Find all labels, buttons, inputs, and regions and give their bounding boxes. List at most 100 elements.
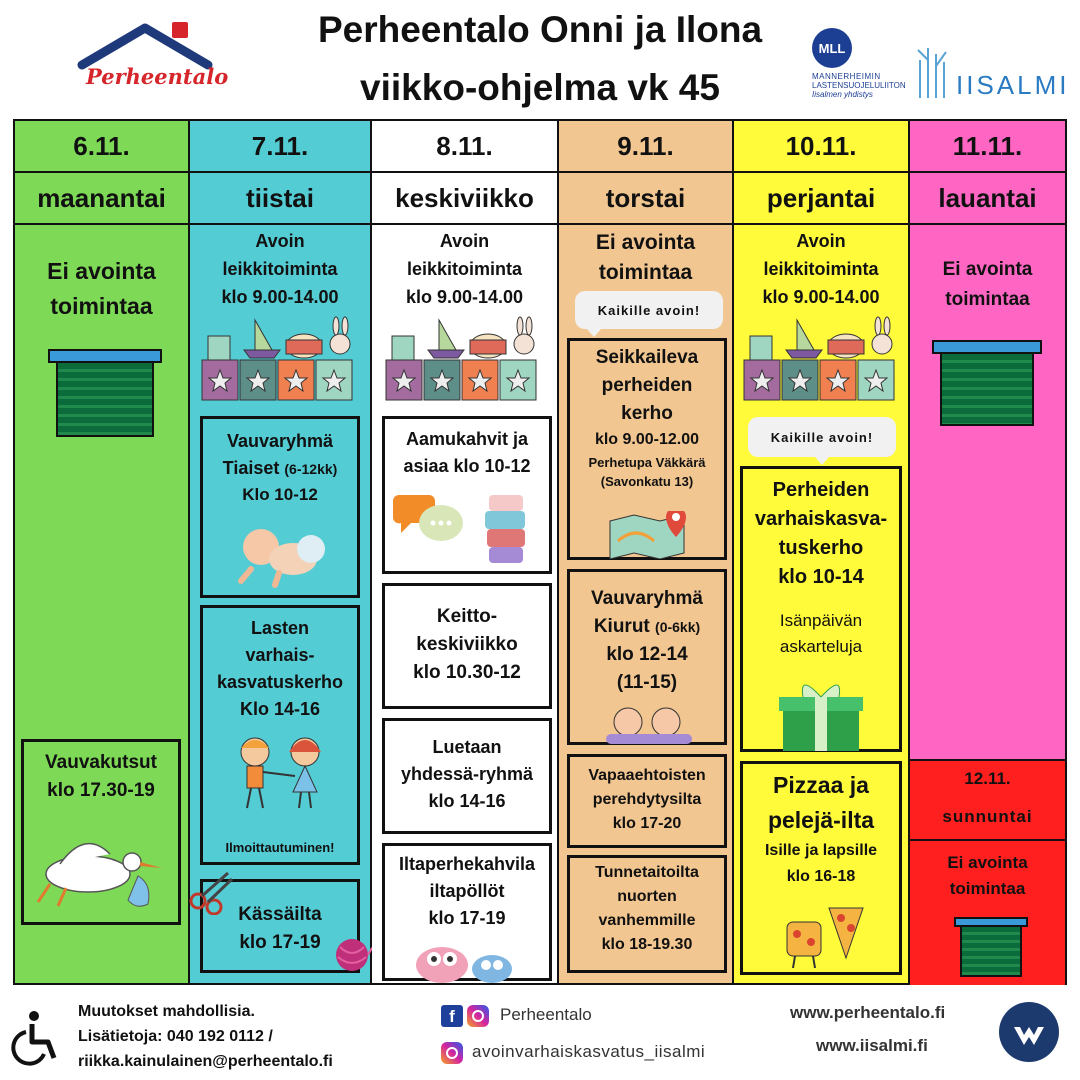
mll-sub3: Iisalmen yhdistys (812, 90, 873, 99)
closed-garage-icon (954, 917, 1028, 977)
event-box-pizzaa-ja-peleja: Pizzaa ja pelejä-ilta Isille ja lapsille… (740, 761, 902, 975)
event-box-vauvaryhma-kiurut: Vauvaryhmä Kiurut (0-6kk) klo 12-14 (11-… (567, 569, 727, 745)
event-line2: perheiden (601, 375, 693, 396)
owls-icon (416, 947, 512, 983)
event-place: Perhetupa Väkkärä (588, 455, 706, 470)
friday-open-line1: Avoin (796, 231, 846, 251)
event-title: Vauvakutsut (45, 752, 157, 773)
event-note2: askarteluja (779, 637, 863, 656)
column-friday: 10.11. perjantai Avoin leikkitoiminta kl… (734, 121, 910, 983)
tuesday-open-line1: Avoin (255, 231, 305, 251)
event-address: (Savonkatu 13) (600, 474, 694, 489)
event-box-varhaiskasvatuskerho: Perheiden varhaiskasva- tuskerho klo 10-… (740, 466, 902, 752)
perheentalo-logo-text: Perheentalo (86, 64, 229, 89)
page-title-line1: Perheentalo Onni ja Ilona (317, 9, 763, 50)
toy-blocks-icon (743, 316, 895, 401)
sunday-closed-line2: toimintaa (949, 879, 1026, 898)
instagram-icon[interactable] (441, 1042, 463, 1064)
event-time: klo 17-19 (239, 932, 321, 953)
sunday-closed-line1: Ei avointa (947, 853, 1028, 872)
open-to-all-bubble: Kaikille avoin! (575, 291, 723, 337)
date-sunday: 12.11. (964, 769, 1011, 788)
event-box-iltaperhekahvila: Iltaperhekahvila iltapöllöt klo 17-19 (382, 843, 552, 981)
event-line1: Aamukahvit ja (405, 429, 529, 449)
event-time: klo 16-18 (786, 868, 856, 885)
pizza-characters-icon (786, 907, 864, 969)
event-box-vauvaryhma-tiaiset: Vauvaryhmä Tiaiset (6-12kk) Klo 10-12 (200, 416, 360, 598)
event-line1: Tunnetaitoilta (595, 864, 699, 881)
open-to-all-bubble: Kaikille avoin! (748, 417, 896, 465)
event-line3: vanhemmille (598, 912, 696, 929)
event-time: klo 10.30-12 (413, 662, 521, 683)
gift-box-icon (779, 684, 863, 751)
event-line1: Seikkaileva (595, 347, 699, 368)
event-line1: Luetaan (432, 737, 502, 757)
thursday-closed-line2: toimintaa (598, 261, 693, 284)
house-roof-icon (77, 22, 213, 70)
event-subtitle: Tiaiset (222, 458, 280, 478)
event-line2: nuorten (617, 888, 677, 905)
event-audience: Isille ja lapsille (764, 842, 878, 859)
event-line3: kerho (621, 403, 673, 424)
footer-social-perheentalo[interactable]: Perheentalo (500, 1005, 592, 1024)
event-line2: asiaa klo 10-12 (403, 456, 531, 476)
date-friday: 10.11. (734, 121, 908, 173)
wednesday-open-line3: klo 9.00-14.00 (405, 287, 524, 307)
event-box-luetaan-yhdessa: Luetaan yhdessä-ryhmä klo 14-16 (382, 718, 552, 834)
chat-and-cups-icon (393, 495, 525, 563)
event-title: Vauvaryhmä (226, 431, 334, 451)
event-age: (6-12kk) (284, 461, 338, 477)
event-box-vauvakutsut: Vauvakutsut klo 17.30-19 (21, 739, 181, 925)
children-holding-hands-icon (240, 737, 321, 809)
event-box-lasten-varhaiskasvatuskerho: Lasten varhais- kasvatuskerho Klo 14-16 … (200, 605, 360, 865)
event-line2: iltapöllöt (429, 881, 505, 901)
footer-changes: Muutokset mahdollisia. (78, 1003, 255, 1020)
wednesday-open-line2: leikkitoiminta (406, 259, 523, 279)
mll-logo-circle: MLL (812, 28, 852, 68)
map-pin-icon (609, 511, 686, 559)
event-line3: tuskerho (778, 537, 864, 559)
event-line2: varhais- (245, 645, 315, 665)
column-monday: 6.11. maanantai Ei avointa toimintaa Vau… (15, 121, 190, 983)
event-time: klo 9.00-12.00 (594, 431, 700, 448)
wednesday-open-line1: Avoin (439, 231, 490, 251)
instagram-icon[interactable] (467, 1005, 489, 1027)
event-time: Klo 10-12 (242, 485, 318, 504)
footer-info-phone: Lisätietoja: 040 192 0112 / (78, 1028, 273, 1045)
tuesday-open-line3: klo 9.00-14.00 (221, 287, 339, 307)
scissors-icon (189, 871, 234, 915)
saturday-closed-line1: Ei avointa (942, 259, 1033, 280)
week-schedule-grid: 6.11. maanantai Ei avointa toimintaa Vau… (13, 119, 1067, 985)
event-line1: Pizzaa ja (773, 772, 869, 798)
event-box-seikkaileva-kerho: Seikkaileva perheiden kerho klo 9.00-12.… (567, 338, 727, 560)
event-time: Klo 14-16 (239, 699, 321, 719)
event-time: klo 17.30-19 (47, 780, 155, 801)
column-tuesday: 7.11. tiistai Avoin leikkitoiminta klo 9… (189, 121, 387, 983)
monday-closed-line1: Ei avointa (47, 258, 156, 284)
day-name-monday: maanantai (15, 173, 188, 225)
date-thursday: 9.11. (559, 121, 732, 173)
event-line1: Keitto- (436, 606, 498, 627)
closed-garage-icon (48, 349, 162, 437)
footer-web-perheentalo[interactable]: www.perheentalo.fi (790, 1003, 946, 1022)
column-saturday: 11.11. lauantai Ei avointa toimintaa (910, 121, 1065, 759)
page-title-line2: viikko-ohjelma vk 45 (360, 67, 720, 108)
twin-babies-icon (606, 707, 692, 744)
iisalmi-tree-icon (917, 48, 947, 98)
event-line2: keskiviikko (416, 634, 518, 655)
date-saturday: 11.11. (910, 121, 1065, 173)
column-sunday: 12.11. sunnuntai Ei avointa toimintaa (910, 759, 1065, 985)
event-time: klo 18-19.30 (601, 936, 693, 953)
monday-closed-line2: toimintaa (50, 293, 153, 319)
footer-social-instagram[interactable]: avoinvarhaiskasvatus_iisalmi (472, 1042, 706, 1061)
event-title: Vauvaryhmä (591, 588, 703, 609)
tuesday-open-line2: leikkitoiminta (222, 259, 338, 279)
date-tuesday: 7.11. (190, 121, 370, 173)
mll-sub2: LASTENSUOJELULIITON (812, 81, 906, 90)
facebook-icon[interactable]: f (441, 1005, 463, 1027)
stork-icon (36, 842, 162, 907)
column-thursday: 9.11. torstai Ei avointa toimintaa Kaiki… (559, 121, 734, 983)
footer-email[interactable]: riikka.kainulainen@perheentalo.fi (78, 1053, 333, 1070)
footer-web-iisalmi[interactable]: www.iisalmi.fi (816, 1036, 928, 1055)
event-time: klo 10-14 (778, 566, 864, 588)
